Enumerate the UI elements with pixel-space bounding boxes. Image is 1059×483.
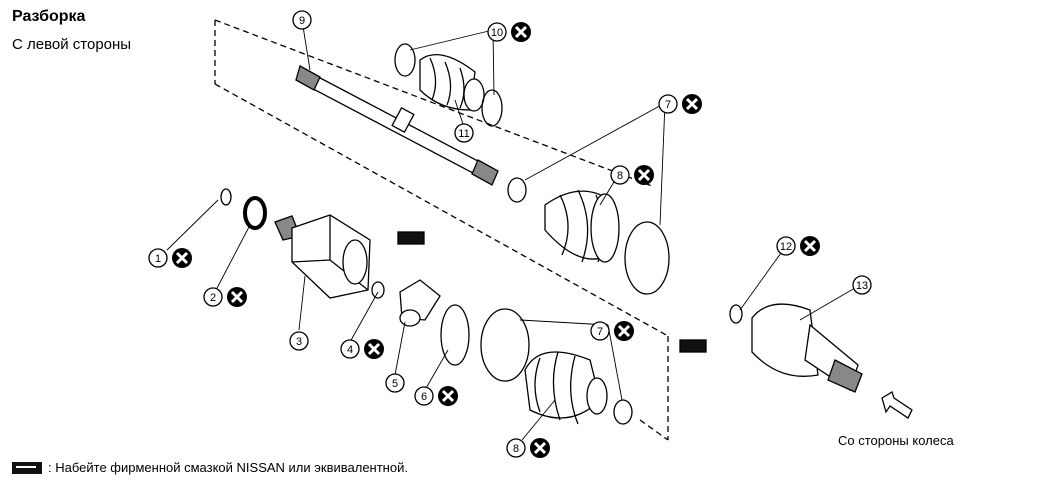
leader-lines: [166, 19, 861, 441]
callout-5: 5: [385, 373, 405, 393]
callout-6: 6: [414, 386, 458, 406]
callout-number: 8: [513, 443, 519, 455]
discard-icon: [364, 339, 384, 359]
callout-13: 13: [852, 275, 872, 295]
drive-shaft: [295, 65, 499, 186]
callout-number: 13: [856, 280, 868, 292]
left-small-parts: [220, 188, 267, 230]
callout-12: 12: [776, 236, 820, 256]
callout-number: 7: [665, 99, 671, 111]
discard-icon: [530, 438, 550, 458]
callout-number: 3: [296, 336, 302, 348]
upper-boot: [507, 177, 670, 295]
wheel-side-arrow-icon: [881, 391, 913, 419]
discard-icon: [227, 287, 247, 307]
callout-11: 11: [454, 123, 474, 143]
callout-7: 7: [658, 94, 702, 114]
discard-icon: [172, 248, 192, 268]
callout-number: 1: [155, 253, 161, 265]
legend-footnote: : Набейте фирменной смазкой NISSAN или э…: [12, 460, 408, 475]
discard-icon: [634, 165, 654, 185]
callout-number: 8: [617, 170, 623, 182]
discard-icon: [438, 386, 458, 406]
callout-number: 2: [210, 292, 216, 304]
lower-boot: [524, 351, 633, 425]
small-boot: [394, 43, 503, 127]
spider-assembly: [371, 279, 530, 382]
page-subtitle: С левой стороны: [12, 36, 132, 53]
callout-10: 10: [487, 22, 531, 42]
callout-7: 7: [590, 321, 634, 341]
joint-housing: [274, 214, 371, 299]
callout-4: 4: [340, 339, 384, 359]
discard-icon: [800, 236, 820, 256]
grease-icon: [397, 231, 425, 245]
callout-number: 11: [458, 128, 469, 140]
grease-icon: [12, 461, 42, 474]
legend-text: : Набейте фирменной смазкой NISSAN или э…: [48, 460, 408, 475]
callout-number: 6: [421, 391, 427, 403]
callout-1: 1: [148, 248, 192, 268]
callout-number: 9: [299, 15, 305, 27]
callout-3: 3: [289, 331, 309, 351]
callout-number: 12: [780, 241, 792, 253]
discard-icon: [614, 321, 634, 341]
outer-joint: [729, 303, 863, 393]
callout-2: 2: [203, 287, 247, 307]
callout-number: 4: [347, 344, 353, 356]
callout-number: 7: [597, 326, 603, 338]
discard-icon: [511, 22, 531, 42]
callout-8: 8: [610, 165, 654, 185]
discard-icon: [682, 94, 702, 114]
dashed-frame: [214, 19, 669, 441]
callout-number: 10: [491, 27, 503, 39]
grease-icon: [679, 339, 707, 353]
callout-8: 8: [506, 438, 550, 458]
callout-number: 5: [392, 378, 398, 390]
callout-9: 9: [292, 10, 312, 30]
page-title: Разборка: [12, 8, 86, 25]
wheel-side-label: Со стороны колеса: [838, 433, 954, 448]
